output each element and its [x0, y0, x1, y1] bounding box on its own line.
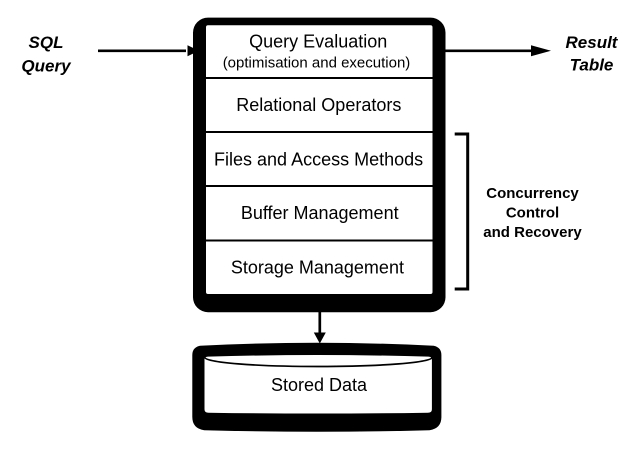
svg-text:Files and Access Methods: Files and Access Methods: [214, 149, 423, 169]
svg-text:SQL: SQL: [29, 33, 64, 52]
svg-text:and Recovery: and Recovery: [483, 224, 582, 241]
svg-text:Buffer Management: Buffer Management: [241, 203, 399, 223]
svg-text:Query Evaluation: Query Evaluation: [249, 32, 387, 52]
svg-text:Stored Data: Stored Data: [271, 375, 368, 395]
svg-text:Storage Management: Storage Management: [231, 257, 404, 277]
svg-text:Control: Control: [506, 205, 559, 222]
svg-text:Table: Table: [570, 56, 614, 75]
svg-text:Relational Operators: Relational Operators: [236, 95, 401, 115]
svg-text:Concurrency: Concurrency: [486, 185, 579, 202]
svg-text:(optimisation and execution): (optimisation and execution): [223, 55, 411, 72]
svg-text:Query: Query: [21, 56, 72, 75]
svg-text:Result: Result: [566, 33, 619, 52]
